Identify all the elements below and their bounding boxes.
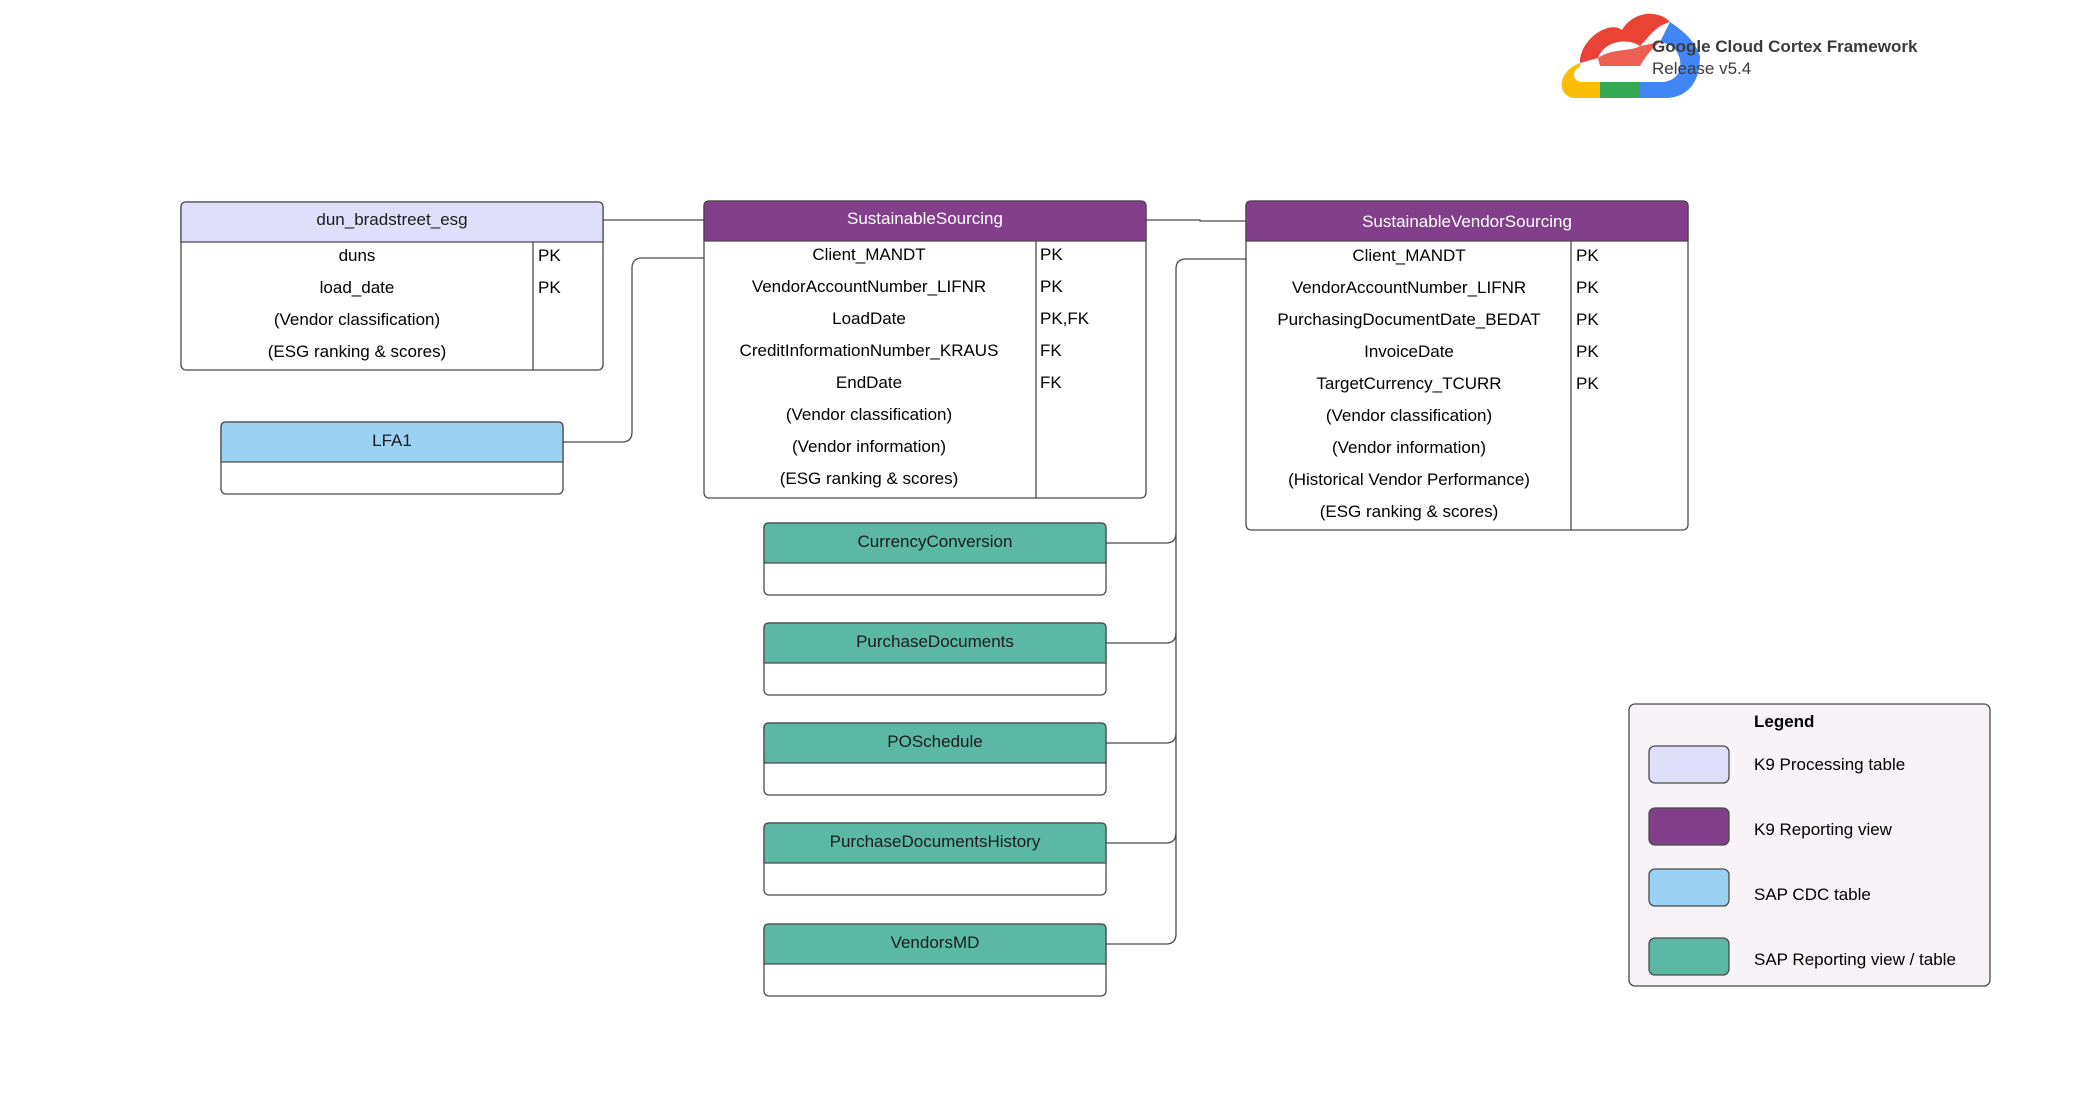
- field-name: (ESG ranking & scores): [268, 342, 447, 361]
- table-title: PurchaseDocuments: [856, 632, 1014, 651]
- table-purchase-documents-history[interactable]: PurchaseDocumentsHistory: [763, 822, 1107, 896]
- table-title: SustainableSourcing: [847, 209, 1003, 228]
- table-vendors-md[interactable]: VendorsMD: [763, 923, 1107, 997]
- field-name: duns: [339, 246, 376, 265]
- field-name: CreditInformationNumber_KRAUS: [740, 341, 999, 360]
- table-sustainable-vendor-sourcing[interactable]: SustainableVendorSourcing Client_MANDT P…: [1245, 200, 1689, 531]
- field-key: FK: [1040, 341, 1062, 360]
- legend-swatch-sap-cdc: [1648, 868, 1730, 907]
- field-name: (Vendor classification): [786, 405, 952, 424]
- legend-swatch-k9-processing: [1648, 745, 1730, 784]
- field-key: PK: [1576, 310, 1599, 329]
- field-key: PK: [1040, 245, 1063, 264]
- connector-pdhistory-to-bus: [1106, 832, 1177, 844]
- field-name: PurchasingDocumentDate_BEDAT: [1277, 310, 1540, 329]
- legend: Legend K9 Processing table K9 Reporting …: [1628, 703, 1991, 987]
- field-name: TargetCurrency_TCURR: [1316, 374, 1501, 393]
- table-po-schedule[interactable]: POSchedule: [763, 722, 1107, 796]
- field-name: load_date: [320, 278, 395, 297]
- table-title: LFA1: [372, 431, 412, 450]
- field-name: (Historical Vendor Performance): [1288, 470, 1530, 489]
- google-cloud-logo: [1561, 13, 1700, 98]
- table-lfa1[interactable]: LFA1: [220, 421, 564, 495]
- legend-label: K9 Reporting view: [1754, 820, 1893, 839]
- table-dun-bradstreet-esg[interactable]: dun_bradstreet_esg duns PK load_date PK …: [180, 201, 604, 371]
- field-key: PK: [538, 278, 561, 297]
- field-name: (ESG ranking & scores): [1320, 502, 1499, 521]
- field-key: PK: [1576, 374, 1599, 393]
- field-name: (Vendor classification): [274, 310, 440, 329]
- field-key: PK: [1576, 246, 1599, 265]
- connector-purchasedocs-to-bus: [1106, 632, 1177, 644]
- connector-ss-to-svs: [1146, 219, 1246, 222]
- field-name: VendorAccountNumber_LIFNR: [752, 277, 986, 296]
- field-key: PK: [1576, 278, 1599, 297]
- table-title: PurchaseDocumentsHistory: [830, 832, 1041, 851]
- field-name: (Vendor information): [792, 437, 946, 456]
- table-title: SustainableVendorSourcing: [1362, 212, 1572, 231]
- brand-title: Google Cloud Cortex Framework: [1652, 37, 1918, 56]
- field-name: EndDate: [836, 373, 902, 392]
- legend-label: SAP Reporting view / table: [1754, 950, 1956, 969]
- legend-swatch-k9-reporting: [1648, 807, 1730, 846]
- connector-poschedule-to-bus: [1106, 732, 1177, 744]
- table-title: VendorsMD: [891, 933, 980, 952]
- connector-currency-to-bus: [1106, 532, 1177, 544]
- brand-release: Release v5.4: [1652, 59, 1751, 78]
- table-title: CurrencyConversion: [858, 532, 1013, 551]
- field-name: Client_MANDT: [812, 245, 925, 264]
- field-key: PK: [538, 246, 561, 265]
- legend-title: Legend: [1754, 712, 1814, 731]
- table-purchase-documents[interactable]: PurchaseDocuments: [763, 622, 1107, 696]
- field-key: PK: [1040, 277, 1063, 296]
- table-title: POSchedule: [887, 732, 982, 751]
- table-sustainable-sourcing[interactable]: SustainableSourcing Client_MANDT PK Vend…: [703, 200, 1147, 499]
- connector-svs-bus: [1106, 258, 1246, 945]
- field-name: LoadDate: [832, 309, 906, 328]
- connector-lfa1-to-ss: [563, 257, 704, 443]
- legend-label: K9 Processing table: [1754, 755, 1905, 774]
- field-key: FK: [1040, 373, 1062, 392]
- field-name: (Vendor classification): [1326, 406, 1492, 425]
- table-currency-conversion[interactable]: CurrencyConversion: [763, 522, 1107, 596]
- field-name: (ESG ranking & scores): [780, 469, 959, 488]
- legend-label: SAP CDC table: [1754, 885, 1871, 904]
- legend-swatch-sap-reporting: [1648, 937, 1730, 976]
- field-name: VendorAccountNumber_LIFNR: [1292, 278, 1526, 297]
- table-title: dun_bradstreet_esg: [316, 210, 467, 229]
- field-name: InvoiceDate: [1364, 342, 1454, 361]
- field-key: PK: [1576, 342, 1599, 361]
- field-key: PK,FK: [1040, 309, 1090, 328]
- field-name: (Vendor information): [1332, 438, 1486, 457]
- field-name: Client_MANDT: [1352, 246, 1465, 265]
- connectors: [563, 219, 1246, 945]
